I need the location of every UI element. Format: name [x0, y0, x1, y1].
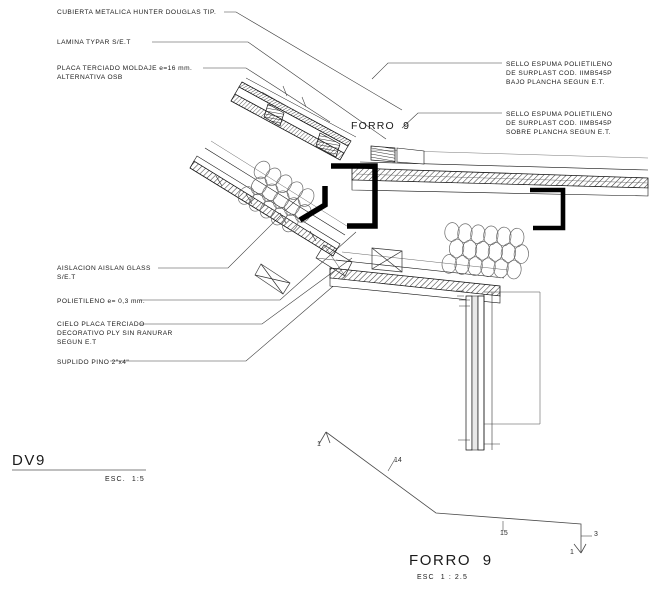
lower-insulation-glasswool	[440, 221, 530, 280]
profile-dimension-label: 15	[500, 530, 508, 537]
annotation-suplido-pino: SUPLIDO PINO 2"x4"	[57, 359, 130, 366]
upper-roof-assembly	[230, 77, 357, 161]
timber-studs-x-braced	[254, 247, 403, 295]
sealant-hatch-blocks	[370, 145, 425, 165]
profile-title-forro9: FORRO 9	[409, 552, 493, 569]
sloped-ceiling-assembly	[189, 140, 353, 277]
horizontal-ceiling-assembly-lower	[329, 251, 509, 304]
leader-lines-left-top	[152, 11, 403, 140]
annotation-cubierta-metalica: CUBIERTA METALICA HUNTER DOUGLAS TIP.	[57, 9, 217, 16]
vertical-column-assembly	[457, 290, 541, 451]
forro9-detail-tag: FORRO 9	[351, 120, 411, 132]
annotation-sello-espuma-bajo-plancha: SELLO ESPUMA POLIETILENO DE SURPLAST COD…	[506, 61, 613, 87]
annotation-aislacion-aislan-glass: AISLACION AISLAN GLASS S/E.T	[57, 265, 151, 282]
annotation-placa-terciado-moldaje: PLACA TERCIADO MOLDAJE e=16 mm. ALTERNAT…	[57, 65, 193, 82]
annotation-polietileno: POLIETILENO e= 0,3 mm.	[57, 298, 146, 305]
profile-dimension-label: 1	[570, 549, 574, 556]
profile-dimension-label: 3	[594, 531, 598, 538]
detail-scale-dv9: ESC. 1:5	[105, 476, 145, 483]
annotation-sello-espuma-sobre-plancha: SELLO ESPUMA POLIETILENO DE SURPLAST COD…	[506, 111, 613, 137]
leader-lines-right	[371, 62, 502, 129]
forro9-profile-diagram	[318, 431, 592, 554]
annotation-cielo-placa-terciado: CIELO PLACA TERCIADO DECORATIVO PLY SIN …	[57, 321, 173, 347]
profile-dimension-label: 14	[394, 457, 402, 464]
profile-scale-forro9: ESC 1 : 2.5	[417, 574, 468, 581]
forro9-channel-profiles	[298, 163, 566, 231]
detail-title-dv9: DV9	[12, 452, 46, 469]
profile-dimension-label: 1	[317, 441, 321, 448]
horizontal-ceiling-assembly-right	[351, 149, 649, 197]
annotation-lamina-typar: LAMINA TYPAR S/E.T	[57, 39, 131, 46]
